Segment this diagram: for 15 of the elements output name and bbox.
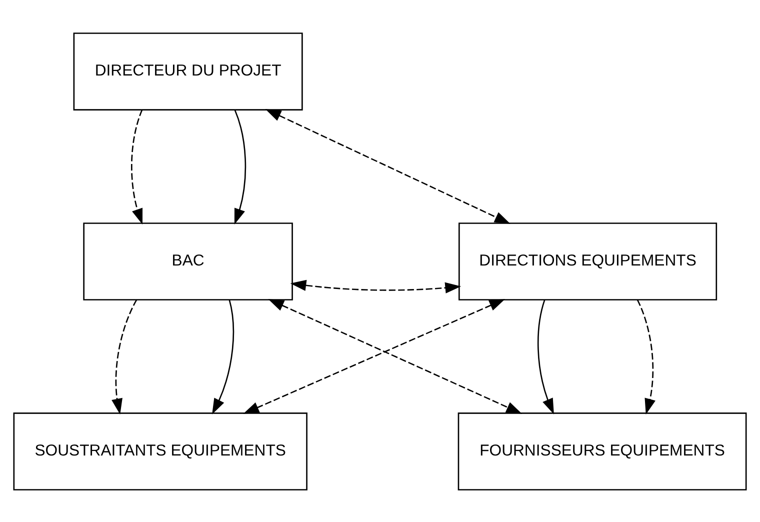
arrow bbox=[131, 109, 143, 224]
arrow bbox=[268, 298, 522, 414]
node-box: FOURNISSEURS EQUIPEMENTS bbox=[458, 412, 747, 490]
arrow bbox=[234, 109, 246, 224]
node-box: DIRECTEUR DU PROJET bbox=[73, 32, 303, 110]
node-box: SOUSTRAITANTS EQUIPEMENTS bbox=[13, 412, 308, 490]
arrow bbox=[265, 108, 510, 224]
arrow bbox=[290, 279, 462, 293]
arrow bbox=[243, 298, 506, 414]
node-box: DIRECTIONS EQUIPEMENTS bbox=[458, 222, 718, 300]
arrow bbox=[212, 299, 234, 414]
arrow bbox=[112, 299, 138, 414]
arrow bbox=[636, 299, 656, 414]
node-box: BAC bbox=[83, 222, 293, 300]
arrow bbox=[537, 299, 554, 414]
